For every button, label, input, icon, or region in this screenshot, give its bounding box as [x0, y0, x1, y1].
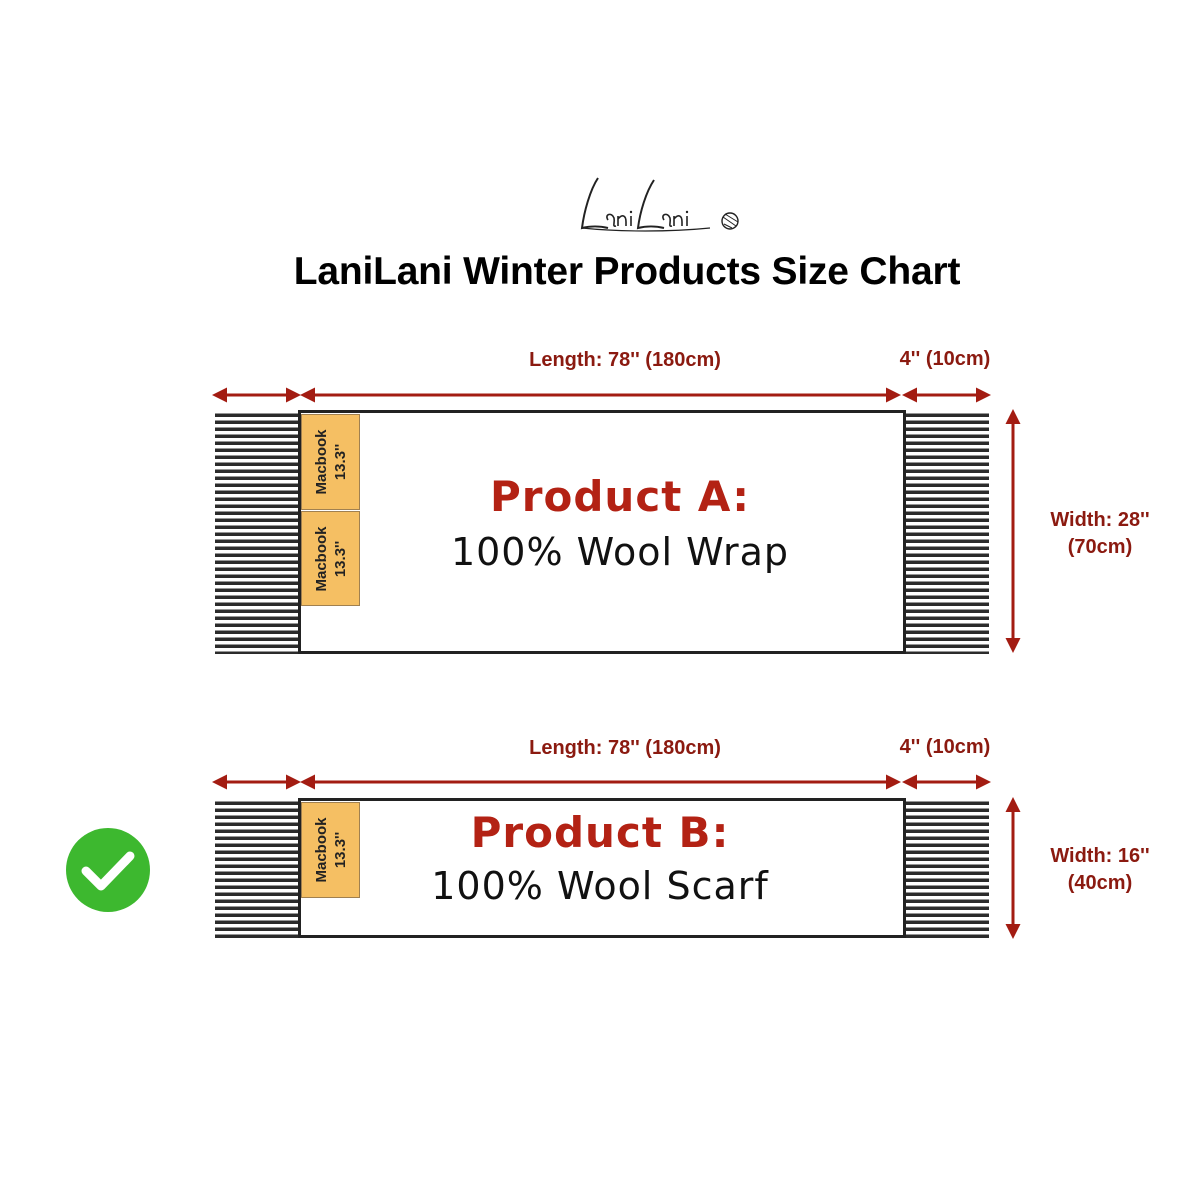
- product-b-scarf: [298, 798, 906, 938]
- lanilani-logo-icon: [580, 177, 739, 232]
- fringe-left-a: [215, 410, 300, 654]
- product-b-description: 100% Wool Scarf: [431, 864, 769, 908]
- width-label-a-line1: Width: 28'': [1050, 509, 1150, 531]
- width-label-a-line2: (70cm): [1067, 536, 1133, 558]
- length-label-b: Length: 78'' (180cm): [529, 737, 721, 759]
- length-label-a: Length: 78'' (180cm): [529, 349, 721, 371]
- product-a-name: Product A:: [490, 472, 750, 521]
- product-a-description: 100% Wool Wrap: [450, 530, 790, 574]
- fringe-right-b: [903, 798, 989, 938]
- selected-checkmark: [64, 826, 152, 914]
- brand-logo: [560, 170, 760, 245]
- yarn-ball-icon: [721, 212, 739, 230]
- fringe-label-a: 4'' (10cm): [899, 348, 991, 370]
- product-a-wrap: [298, 410, 906, 654]
- checkmark-icon: [66, 828, 150, 912]
- page-title: LaniLani Winter Products Size Chart: [293, 250, 961, 293]
- width-label-b-line1: Width: 16'': [1050, 845, 1150, 867]
- fringe-right-a: [903, 410, 989, 654]
- fringe-left-b: [215, 798, 300, 938]
- product-b-name: Product B:: [470, 808, 730, 857]
- fringe-label-b: 4'' (10cm): [899, 736, 991, 758]
- width-label-b-line2: (40cm): [1067, 872, 1133, 894]
